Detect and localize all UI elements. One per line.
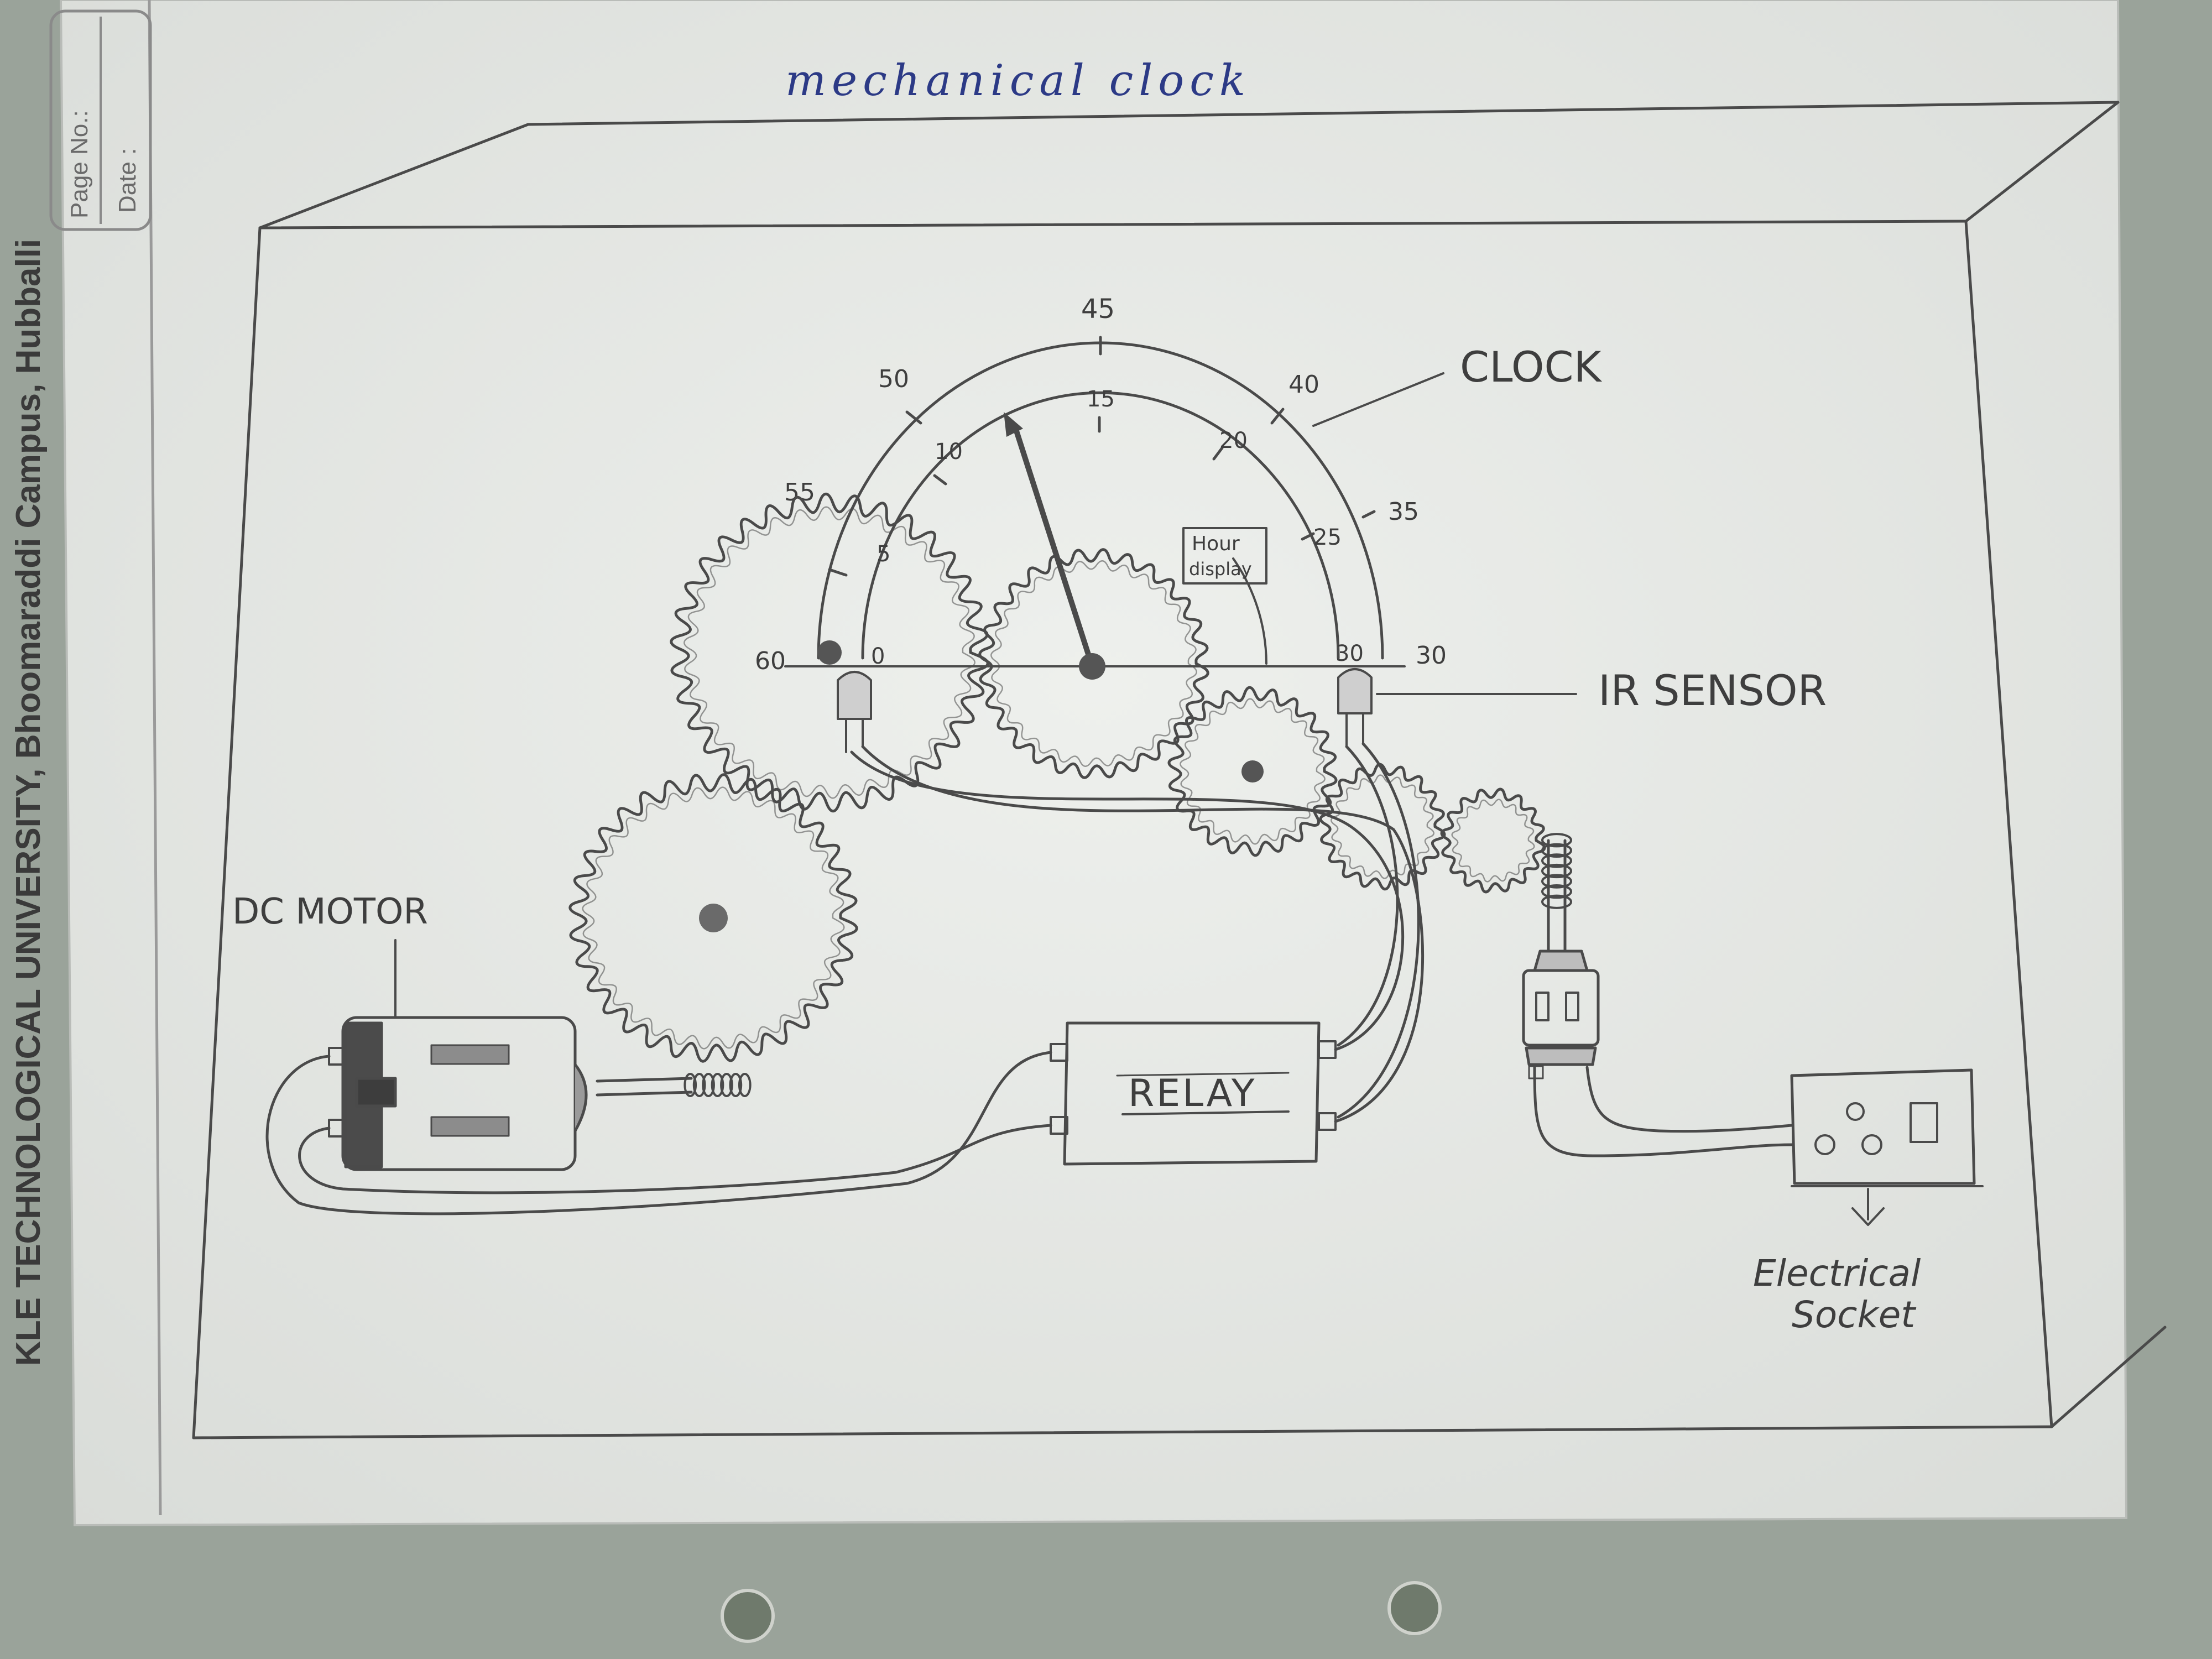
- date-label: Date :: [114, 148, 141, 213]
- dial-tick-label: 45: [1081, 294, 1115, 325]
- gear-right-medium-hub: [1241, 760, 1264, 782]
- relay-label: RELAY: [1128, 1072, 1256, 1115]
- diagram-title: mechanical clock: [785, 56, 1251, 106]
- ir-sensor-label: IR SENSOR: [1598, 666, 1827, 715]
- dial-tick-label: 35: [1388, 498, 1419, 526]
- clock-label: CLOCK: [1460, 342, 1603, 392]
- dial-tick-label: 40: [1288, 371, 1319, 399]
- hour-display-label-line1: Hour: [1192, 533, 1240, 555]
- dial-tick-label: 60: [755, 647, 786, 675]
- gear-lower-left-hub: [699, 904, 728, 932]
- binder-hole-right: [1389, 1583, 1440, 1634]
- dial-tick-label: 10: [935, 439, 963, 465]
- dial-tick-label: 30: [1416, 641, 1447, 670]
- dial-tick-label: 50: [878, 365, 909, 393]
- page-no-label: Page No.:: [66, 110, 93, 218]
- university-name: KLE TECHNOLOGICAL UNIVERSITY, Bhoomaradd…: [9, 239, 48, 1366]
- dial-tick-label: 15: [1087, 387, 1115, 412]
- socket-label-line2: Socket: [1792, 1293, 1916, 1336]
- dial-tick-label: 0: [871, 644, 885, 669]
- dial-tick-label: 30: [1335, 641, 1364, 666]
- hour-display-label-line2: display: [1189, 559, 1252, 580]
- gear-large-left-hub: [817, 640, 842, 665]
- dc-motor-label: DC MOTOR: [232, 891, 428, 932]
- dial-tick-label: 5: [877, 541, 890, 567]
- binder-hole-left: [722, 1590, 773, 1641]
- dial-tick-label: 20: [1219, 428, 1248, 453]
- socket-label-line1: Electrical: [1753, 1252, 1921, 1295]
- dial-tick-label: 55: [784, 478, 815, 507]
- dial-tick-label: 25: [1313, 525, 1342, 550]
